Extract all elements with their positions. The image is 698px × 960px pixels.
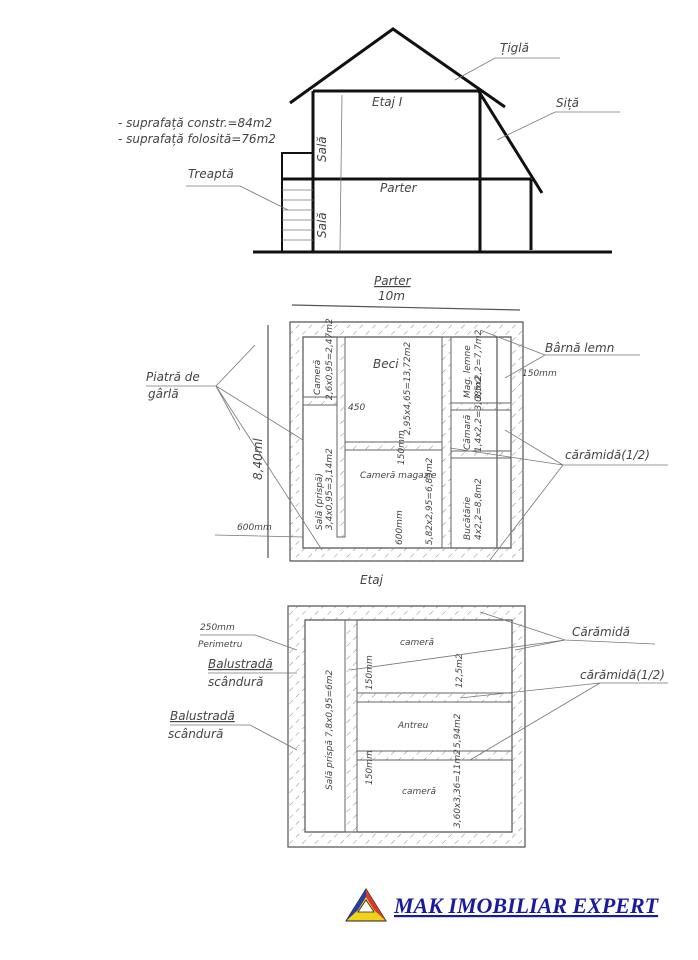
room-labels: Cameră 2,6x0,95=2,47m2 Beci 2,95x4,65=13…: [313, 318, 484, 545]
wall-450-label: 450: [348, 403, 365, 413]
hall-lower-label: Sală: [315, 212, 329, 238]
svg-text:4x2,2=8,8m2: 4x2,2=8,8m2: [474, 478, 484, 540]
balustrade-label-1b: scândură: [208, 675, 263, 689]
outer-wall: [287, 605, 526, 848]
svg-text:Bucătărie: Bucătărie: [463, 496, 473, 540]
plan-title: Parter: [374, 274, 412, 288]
svg-text:2,6x0,95=2,47m2: 2,6x0,95=2,47m2: [325, 318, 335, 400]
triangle-logo-icon: [345, 888, 387, 922]
width-dimension-line: [291, 304, 521, 311]
stone-label-1: Piatră de: [146, 370, 200, 384]
roof-tile-label: Țiglă: [500, 41, 529, 55]
svg-text:3,60x3,36=11m2: 3,60x3,36=11m2: [453, 749, 463, 828]
inner-wall-middle: [441, 336, 452, 549]
wall-150-label: 150mm: [522, 369, 557, 379]
balustrade-label-1a: Balustradă: [208, 657, 273, 671]
wall-150b-label: 150mm: [397, 430, 407, 465]
built-area-label: - suprafață constr.=84m2: [118, 116, 272, 130]
stair-steps: [282, 189, 313, 241]
wall-600-label: 600mm: [237, 523, 272, 533]
svg-text:2,95x4,65=13,72m2: 2,95x4,65=13,72m2: [403, 342, 413, 435]
stone-label-2: gârlă: [148, 387, 179, 401]
inner-wall: [344, 619, 358, 833]
svg-text:150mm: 150mm: [365, 655, 375, 690]
svg-text:150mm: 150mm: [365, 750, 375, 785]
company-name: MAK IMOBILIAR EXPERT: [393, 893, 660, 918]
roof-slope-lower: [476, 89, 544, 194]
svg-text:Cămară: Cămară: [463, 414, 473, 450]
svg-text:5,82x2,95=6,85m2: 5,82x2,95=6,85m2: [425, 457, 435, 545]
balustrade-label-2a: Balustradă: [170, 709, 235, 723]
hall-upper-label: Sală: [315, 136, 329, 162]
svg-text:cameră: cameră: [402, 787, 436, 797]
svg-text:3,4x0,95=3,14m2: 3,4x0,95=3,14m2: [325, 448, 335, 530]
brick-label: Cărămidă: [572, 625, 630, 639]
half-brick-label: cărămidă(1/2): [580, 668, 665, 682]
balustrade-label-2b: scândură: [168, 727, 223, 741]
company-logo: MAK IMOBILIAR EXPERT: [345, 888, 660, 922]
svg-text:cameră: cameră: [400, 638, 434, 648]
section-view: Țiglă Siță - suprafață constr.=84m2 - su…: [118, 27, 620, 254]
svg-text:3,5x2,2=7,7m2: 3,5x2,2=7,7m2: [474, 329, 484, 400]
used-area-label: - suprafață folosită=76m2: [118, 132, 276, 146]
svg-text:1,4x2,2=3,08m2: 1,4x2,2=3,08m2: [474, 376, 484, 452]
step-label: Treaptă: [188, 167, 234, 181]
ground-floor-plan: Parter 10m 8,40ml Piatră de gârlă Bârnă …: [146, 274, 668, 587]
perimeter-label-1: 250mm: [200, 623, 235, 633]
mesh-label: Siță: [556, 96, 579, 110]
roof-outline: [289, 27, 506, 109]
svg-text:5,94m2: 5,94m2: [453, 713, 463, 748]
svg-text:12,5m2: 12,5m2: [455, 653, 465, 688]
svg-text:Mag. lemne: Mag. lemne: [463, 345, 473, 398]
next-floor-label: Etaj: [360, 573, 384, 587]
inner-wall-left: [336, 336, 346, 538]
half-brick-label: cărămidă(1/2): [565, 448, 650, 462]
ground-floor-label: Parter: [380, 181, 418, 195]
wall-600b-label: 600mm: [395, 510, 405, 545]
room-labels: Sală prispă 7,8x0,95=6m2 cameră 12,5m2 A…: [325, 638, 465, 828]
svg-text:Beci: Beci: [373, 357, 399, 371]
svg-text:Cameră: Cameră: [313, 359, 323, 395]
beam-label: Bârnă lemn: [545, 341, 614, 355]
height-dimension: 8,40ml: [251, 438, 265, 480]
svg-text:Cameră magazie: Cameră magazie: [360, 471, 437, 481]
stair-box: [281, 152, 314, 253]
svg-text:Sală (prispă): Sală (prispă): [315, 473, 325, 530]
svg-text:Antreu: Antreu: [397, 721, 429, 731]
width-dimension: 10m: [378, 289, 405, 303]
svg-text:Sală prispă 7,8x0,95=6m2: Sală prispă 7,8x0,95=6m2: [325, 669, 335, 790]
upper-floor-plan: 250mm Perimetru Balustradă scândură Balu…: [168, 605, 668, 848]
floor1-label: Etaj I: [372, 95, 403, 109]
perimeter-label-2: Perimetru: [198, 640, 243, 650]
